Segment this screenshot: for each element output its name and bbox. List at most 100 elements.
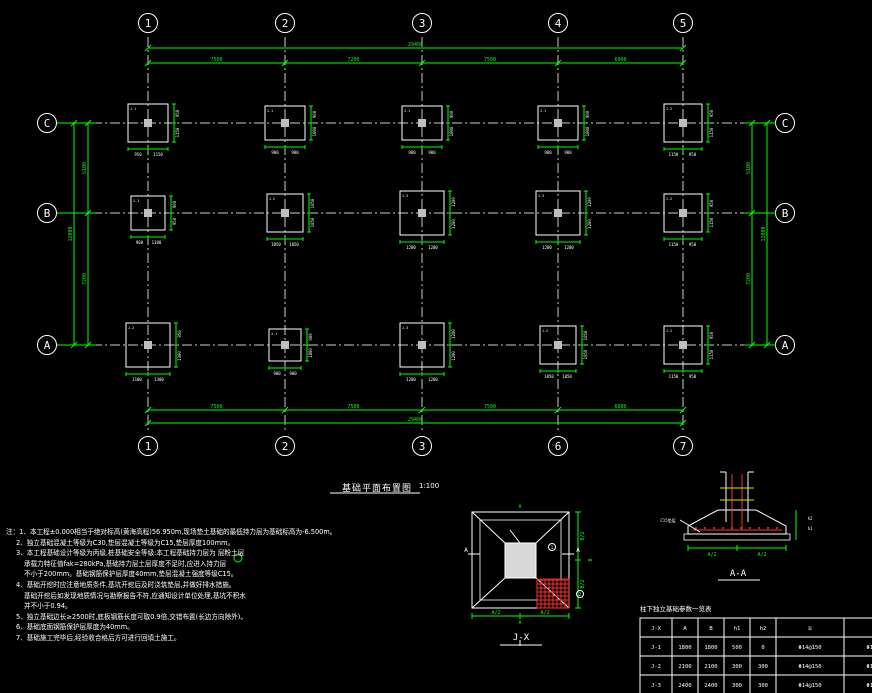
aa-rebar-dot: [749, 527, 751, 529]
dim-tick: [281, 59, 289, 67]
aa-rebar-dot: [767, 527, 769, 529]
table-cell: Φ14@150: [866, 645, 872, 651]
table-cell: 500: [732, 645, 742, 651]
aa-label-h2: h2: [808, 516, 813, 521]
note-line: 6、基础底面钢筋保护层厚度为40mm。: [16, 623, 134, 632]
dim-tick: [144, 44, 152, 52]
note-line: 注：1、本工程±0.000相当于绝对标高(黄海高程)56.950m,现场垫土基础…: [6, 528, 337, 536]
column-square: [679, 209, 687, 217]
table-cell: J-1: [651, 645, 661, 651]
footing-dim-text: 950: [689, 374, 697, 379]
footing-dim-text: 900: [564, 150, 572, 155]
footing-dim-text: 900: [289, 371, 297, 376]
axis-bubble-left: B: [44, 207, 51, 220]
jx-diagonal: [471, 577, 506, 609]
dim-tick: [418, 59, 426, 67]
footing-tag: J-1: [404, 109, 410, 113]
footing-dim-text: 1800: [585, 126, 590, 136]
footing-tag: J-2: [666, 329, 672, 333]
dim-text-span: 5100: [746, 162, 752, 174]
axis-bubble-top-circle: [138, 13, 158, 33]
axis-bubble-top: 1: [145, 17, 152, 30]
column-square: [554, 209, 562, 217]
note-line: 7、基础施工完毕后,经验收合格后方可进行回填土施工。: [16, 633, 181, 642]
footing-dim-text: 1050: [583, 349, 588, 359]
axis-bubble-left-circle: [37, 335, 57, 355]
footing-dim-text: 950: [709, 109, 714, 117]
footing-tag: J-2: [666, 107, 672, 111]
footing-dim-text: 1200: [451, 329, 456, 339]
aa-rebar-dot: [758, 527, 760, 529]
jx-dim-text: A/2: [540, 610, 549, 616]
footing-dim-text: 1200: [542, 245, 552, 250]
axis-bubble-top-circle: [275, 13, 295, 33]
table-cell: 300: [758, 683, 768, 689]
jx-column: [504, 542, 537, 579]
jx-bar-marker: 1: [551, 545, 554, 550]
footing-dim-text: 1050: [289, 242, 299, 247]
dim-text-overall: 12000: [761, 226, 767, 241]
footing-dim-text: 1200: [428, 245, 438, 250]
dim-text-span: 7200: [347, 57, 359, 63]
dim-tick: [144, 59, 152, 67]
axis-bubble-top: 5: [680, 17, 687, 30]
footing-outline: [401, 105, 443, 141]
footing-outline: [663, 325, 703, 365]
footing-dim-text: 900: [312, 110, 317, 118]
axis-bubble-bottom: 7: [680, 440, 687, 453]
column-square: [418, 119, 426, 127]
table-cell: Φ14@150: [866, 664, 872, 670]
aa-rebar-dot: [776, 527, 778, 529]
footing-dim-text: 1050: [544, 374, 554, 379]
axis-bubble-bottom: 2: [282, 440, 289, 453]
footing-outline: [399, 190, 445, 236]
footing-outline: [663, 193, 703, 233]
column-square: [554, 119, 562, 127]
aa-rebar-dot: [695, 527, 697, 529]
footing-dim-text: 950: [175, 109, 180, 117]
footing-tag: J-3: [402, 194, 408, 198]
footing-dim-text: 1200: [451, 219, 456, 229]
note-line: 不小于200mm。基础钢筋保护层厚度40mm,垫层混凝土强度等级C15。: [24, 570, 238, 579]
footing-tag: J-3: [538, 194, 544, 198]
note-line: 基础开挖后如发现地质情况与勘察报告不符,应通知设计单位处理,基坑不积水: [24, 591, 246, 600]
axis-bubble-left-circle: [37, 203, 57, 223]
aa-rebar-dot: [722, 527, 724, 529]
footing-dim-text: 1050: [310, 217, 315, 227]
axis-bubble-left-circle: [37, 113, 57, 133]
axis-bubble-right: C: [782, 117, 789, 130]
dim-tick: [679, 44, 687, 52]
footing-dim-text: 950: [709, 199, 714, 207]
axis-bubble-bottom-circle: [673, 436, 693, 456]
dim-text-overall: 12000: [68, 226, 74, 241]
aa-leader: [679, 519, 701, 533]
axis-bubble-bottom-circle: [412, 436, 432, 456]
dim-tick: [679, 59, 687, 67]
footing-dim-text: 900: [172, 200, 177, 208]
table-cell: 300: [758, 664, 768, 670]
axis-bubble-right: B: [782, 207, 789, 220]
note-marker-circle: [233, 553, 243, 563]
table-cell: J-2: [651, 664, 661, 670]
jx-bar-marker-circle: [548, 543, 556, 551]
footing-dim-text: 1300: [154, 377, 164, 382]
footing-dim-text: 1200: [451, 351, 456, 361]
column-square: [281, 119, 289, 127]
footing-tag: J-2: [269, 197, 275, 201]
footing-tag: J-1: [133, 199, 139, 203]
footing-dim-text: 900: [544, 150, 552, 155]
table-cell: 1800: [704, 645, 717, 651]
footing-dim-text: 900: [136, 240, 144, 245]
column-square: [554, 341, 562, 349]
jx-dim-text: A: [518, 620, 521, 626]
footing-dim-text: 1200: [406, 377, 416, 382]
axis-bubble-bottom-circle: [275, 436, 295, 456]
footing-outline: [125, 322, 171, 368]
footing-outline: [130, 195, 166, 231]
column-square: [144, 209, 152, 217]
axis-bubble-left: C: [44, 117, 51, 130]
plan-title: 基础平面布置图: [342, 484, 413, 494]
column-square: [418, 209, 426, 217]
